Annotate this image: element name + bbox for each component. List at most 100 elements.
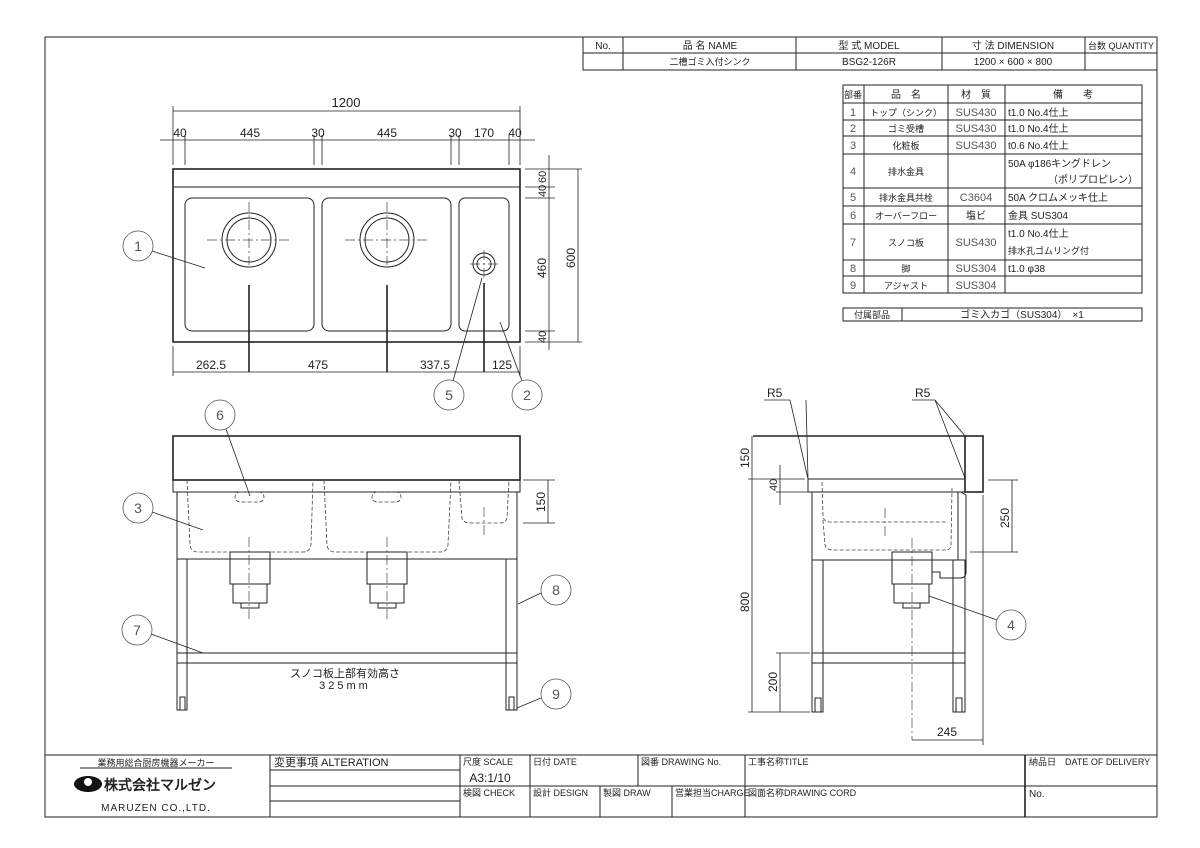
part-note: 金具 SUS304 — [1008, 209, 1068, 222]
company-logo: 業務用総合厨房機器メーカー 株式会社マルゼン MARUZEN CO.,LTD. — [74, 757, 232, 814]
balloon-4-label: 4 — [1007, 617, 1015, 633]
balloon-7 — [121, 614, 153, 646]
product-model: BSG2-126R — [842, 57, 896, 68]
balloon-8-label: 8 — [552, 582, 560, 598]
parts-row-3: 3 化粧板 SUS430 t0.6 No.4仕上 — [850, 139, 1069, 152]
balloon-5 — [433, 379, 465, 411]
side-dim-800: 800 — [738, 592, 752, 612]
part-no: 7 — [850, 237, 856, 249]
part-material: SUS430 — [956, 107, 997, 119]
part-material: SUS430 — [956, 123, 997, 135]
scale-value: A3:1/10 — [469, 771, 511, 785]
balloon-9 — [540, 678, 572, 710]
top-view: 1200 40 445 30 445 30 170 40 262.5 475 3… — [122, 95, 582, 411]
dim-overall-depth: 600 — [564, 248, 578, 268]
side-dim-40: 40 — [768, 479, 780, 491]
alteration-label: 変更事項 ALTERATION — [274, 755, 389, 769]
dim-seg-7: 40 — [508, 126, 522, 140]
drawing-cord-label: 図面名称DRAWING CORD — [748, 787, 857, 798]
radius-label-left: R5 — [767, 386, 783, 400]
balloon-3 — [122, 492, 154, 524]
title-block: 業務用総合厨房機器メーカー 株式会社マルゼン MARUZEN CO.,LTD. … — [44, 754, 1158, 818]
dim-bottom-4: 125 — [492, 358, 512, 372]
parts-header-no: 部番 — [844, 89, 862, 100]
part-note: t1.0 No.4仕上 — [1008, 122, 1069, 135]
part-material: SUS430 — [956, 237, 997, 249]
part-no: 5 — [850, 192, 856, 204]
drain-stopper — [470, 250, 498, 372]
side-dim-245: 245 — [937, 725, 957, 739]
drain-2 — [345, 202, 429, 372]
accessory-table: 付属部品 ゴミ入カゴ（SUS304） ×1 — [842, 307, 1143, 322]
company-name-en: MARUZEN CO.,LTD. — [101, 803, 211, 814]
side-dim-200: 200 — [766, 672, 780, 692]
part-note: t1.0 φ38 — [1008, 264, 1046, 275]
header-table: No. 品 名 NAME 型 式 MODEL 寸 法 DIMENSION 台数 … — [582, 36, 1158, 71]
balloon-9-label: 9 — [552, 686, 560, 702]
balloon-3-label: 3 — [134, 500, 142, 516]
dim-seg-4: 445 — [377, 126, 397, 140]
part-note-2: （ポリプロピレン） — [1048, 174, 1138, 186]
header-model-label: 型 式 MODEL — [838, 39, 900, 52]
header-quantity-label: 台数 QUANTITY — [1088, 40, 1154, 51]
balloon-1 — [122, 230, 154, 262]
parts-header-note: 備 考 — [1053, 88, 1093, 101]
dim-right-3: 460 — [535, 258, 549, 278]
part-note: 50A クロムメッキ仕上 — [1008, 191, 1108, 204]
product-dimension: 1200 × 600 × 800 — [974, 57, 1053, 68]
balloon-2 — [511, 379, 543, 411]
dim-bottom-1: 262.5 — [196, 358, 226, 372]
parts-row-8: 8 脚 SUS304 t1.0 φ38 — [850, 263, 1046, 275]
number-label: No. — [1029, 789, 1045, 800]
check-label: 検図 CHECK — [463, 787, 515, 798]
front-view: 150 スノコ板上部有効高さ 325mm 6 3 8 7 9 — [121, 399, 572, 711]
balloon-5-label: 5 — [445, 387, 453, 403]
balloon-4 — [995, 609, 1027, 641]
parts-row-5: 5 排水金具共栓 C3604 50A クロムメッキ仕上 — [850, 191, 1108, 204]
side-dim-250: 250 — [998, 508, 1012, 528]
shelf-height-value: 325mm — [319, 680, 371, 692]
part-note: t1.0 No.4仕上 — [1008, 106, 1069, 119]
parts-row-2: 2 ゴミ受槽 SUS430 t1.0 No.4仕上 — [850, 122, 1069, 135]
accessory-value: ゴミ入カゴ（SUS304） ×1 — [960, 308, 1084, 321]
part-material: 塩ビ — [966, 209, 986, 222]
header-dimension-label: 寸 法 DIMENSION — [972, 39, 1054, 52]
part-no: 3 — [850, 140, 856, 152]
drain-1 — [207, 202, 291, 372]
part-name: スノコ板 — [888, 237, 924, 248]
draw-label: 製図 DRAW — [603, 787, 651, 798]
maker-tagline: 業務用総合厨房機器メーカー — [97, 757, 214, 768]
parts-row-1: 1 トップ（シンク） SUS430 t1.0 No.4仕上 — [850, 106, 1069, 119]
header-name-label: 品 名 NAME — [683, 39, 738, 52]
side-dim-150: 150 — [738, 448, 752, 468]
accessory-label: 付属部品 — [854, 309, 890, 320]
parts-header-material: 材 質 — [961, 88, 991, 101]
dim-seg-2: 445 — [240, 126, 260, 140]
dim-seg-3: 30 — [311, 126, 325, 140]
dim-seg-5: 30 — [448, 126, 462, 140]
part-note: t0.6 No.4仕上 — [1008, 139, 1069, 152]
dim-overall-width: 1200 — [332, 95, 361, 110]
parts-row-4: 4 排水金具 50A φ186キングドレン （ポリプロピレン） — [850, 157, 1138, 186]
balloon-2-label: 2 — [523, 387, 531, 403]
dim-bottom-2: 475 — [308, 358, 328, 372]
part-name: 排水金具 — [888, 166, 924, 177]
part-name: トップ（シンク） — [870, 108, 942, 118]
side-view: R5 R5 150 800 40 200 250 245 4 — [738, 386, 1027, 745]
balloon-6-label: 6 — [216, 407, 224, 423]
dim-right-1: 40 — [537, 185, 549, 197]
date-label: 日付 DATE — [533, 757, 577, 767]
part-material: SUS304 — [956, 280, 997, 292]
parts-row-7: 7 スノコ板 SUS430 t1.0 No.4仕上 排水孔ゴムリング付 — [850, 227, 1089, 256]
dim-seg-6: 170 — [474, 126, 494, 140]
part-name: 化粧板 — [892, 140, 919, 151]
dim-bottom-3: 337.5 — [420, 358, 450, 372]
title-label: 工事名称TITLE — [748, 756, 809, 767]
balloon-1-label: 1 — [134, 238, 142, 254]
dim-right-2: 60 — [537, 171, 549, 183]
parts-row-6: 6 オーバーフロー 塩ビ 金具 SUS304 — [850, 209, 1069, 222]
part-no: 8 — [850, 263, 856, 275]
part-name: アジャスト — [884, 281, 928, 291]
radius-label-right: R5 — [915, 386, 931, 400]
